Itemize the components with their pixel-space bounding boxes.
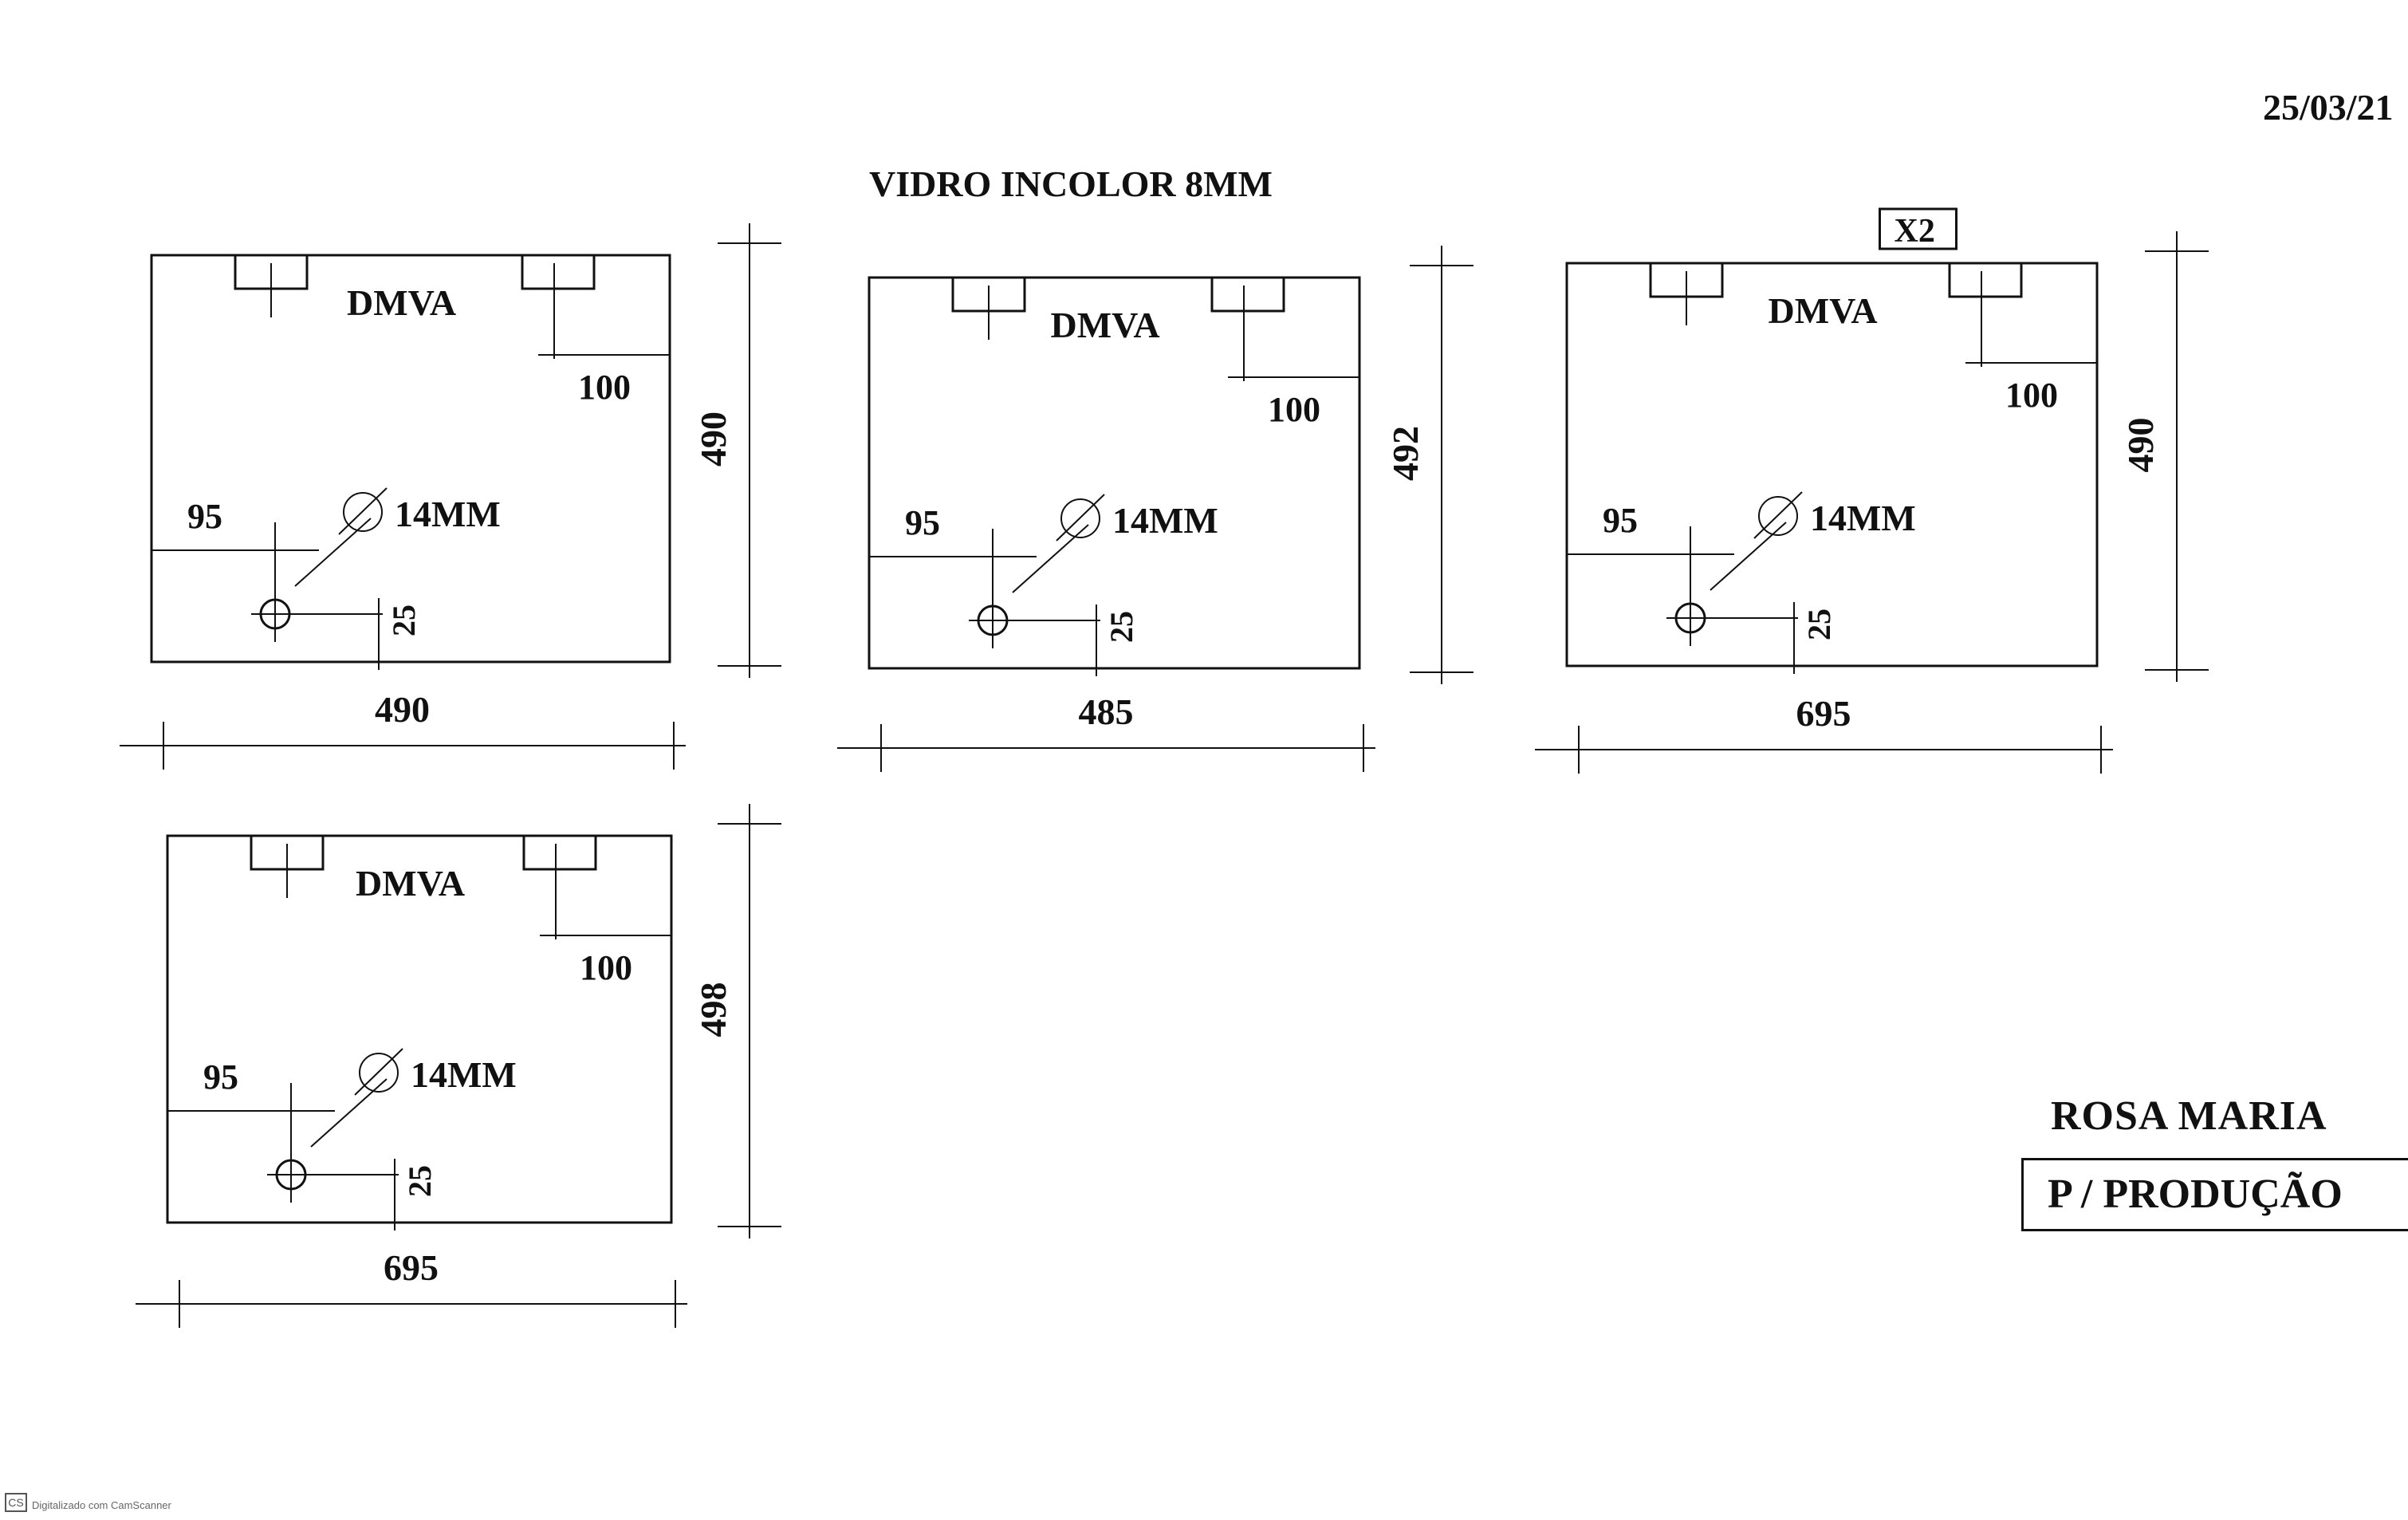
dimension-top-offset: 100 [580, 948, 632, 987]
dimension-top-offset: 100 [2005, 376, 2058, 415]
diameter-symbol-slash [338, 487, 388, 535]
hinge-notch-right [1210, 278, 1285, 313]
diameter-symbol-slash [1753, 491, 1803, 539]
panel-height: 490 [693, 412, 734, 467]
dimension-top-offset: 100 [578, 368, 631, 407]
hole-leader-line [294, 518, 372, 587]
camscanner-logo-icon: CS [5, 1493, 27, 1512]
panel-outline [166, 834, 673, 1224]
hole-leader-line [310, 1078, 388, 1148]
dimension-left-offset: 95 [187, 497, 222, 536]
hinge-notch-right [521, 255, 596, 290]
panel-model-label: DMVA [1769, 290, 1878, 331]
glass-panel-3: DMVA 100 95 25 14MM 490 695 X2 [1535, 207, 2209, 774]
panel-height: 498 [693, 982, 734, 1038]
quantity-label: X2 [1895, 213, 1935, 250]
camscanner-watermark: Digitalizado com CamScanner [32, 1499, 171, 1511]
dimension-bottom-offset: 25 [386, 604, 422, 636]
diameter-symbol-icon [359, 1053, 399, 1093]
diameter-symbol-icon [1060, 498, 1100, 538]
hinge-notch-right [522, 836, 597, 871]
panel-model-label: DMVA [347, 282, 456, 323]
production-stamp: P / PRODUÇÃO [2021, 1158, 2408, 1231]
diameter-symbol-slash [1056, 494, 1105, 541]
diameter-symbol-icon [343, 492, 383, 532]
production-stamp-text: P / PRODUÇÃO [2048, 1172, 2343, 1217]
panel-width: 485 [1079, 691, 1134, 732]
panel-height: 490 [2120, 418, 2161, 473]
glass-panel-4: DMVA 100 95 25 14MM 498 695 [136, 804, 781, 1328]
panel-width: 695 [384, 1247, 439, 1288]
drawing-date: 25/03/21 [2263, 87, 2394, 128]
panel-outline [868, 276, 1361, 670]
dimension-left-offset: 95 [1603, 501, 1638, 540]
panel-outline [150, 254, 671, 664]
dimension-bottom-offset: 25 [1801, 608, 1837, 640]
panel-width: 695 [1796, 693, 1851, 734]
diameter-symbol-icon [1758, 496, 1798, 536]
hole-leader-line [1710, 522, 1787, 591]
dimension-bottom-offset: 25 [402, 1165, 438, 1197]
glass-panel-1: DMVA 100 95 25 14MM 490 490 [120, 223, 781, 770]
panel-width: 490 [375, 689, 430, 730]
drawing-title: VIDRO INCOLOR 8MM [869, 163, 1273, 204]
hole-leader-line [1012, 524, 1089, 593]
quantity-box [1879, 207, 1957, 250]
panel-model-label: DMVA [356, 863, 465, 904]
client-name: ROSA MARIA [2051, 1093, 2327, 1139]
hinge-notch-right [1948, 263, 2023, 298]
hole-diameter-label: 14MM [1810, 498, 1916, 538]
dimension-left-offset: 95 [203, 1057, 238, 1097]
hole-diameter-label: 14MM [411, 1054, 517, 1095]
glass-panel-2: DMVA 100 95 25 14MM 492 485 [837, 246, 1474, 772]
dimension-left-offset: 95 [905, 503, 940, 542]
hole-diameter-label: 14MM [395, 494, 501, 534]
diameter-symbol-slash [354, 1048, 403, 1096]
hole-diameter-label: 14MM [1112, 500, 1218, 541]
dimension-bottom-offset: 25 [1104, 611, 1139, 643]
panel-height: 492 [1385, 426, 1426, 481]
panel-outline [1565, 262, 2099, 667]
panel-model-label: DMVA [1051, 305, 1160, 345]
dimension-top-offset: 100 [1268, 390, 1320, 429]
